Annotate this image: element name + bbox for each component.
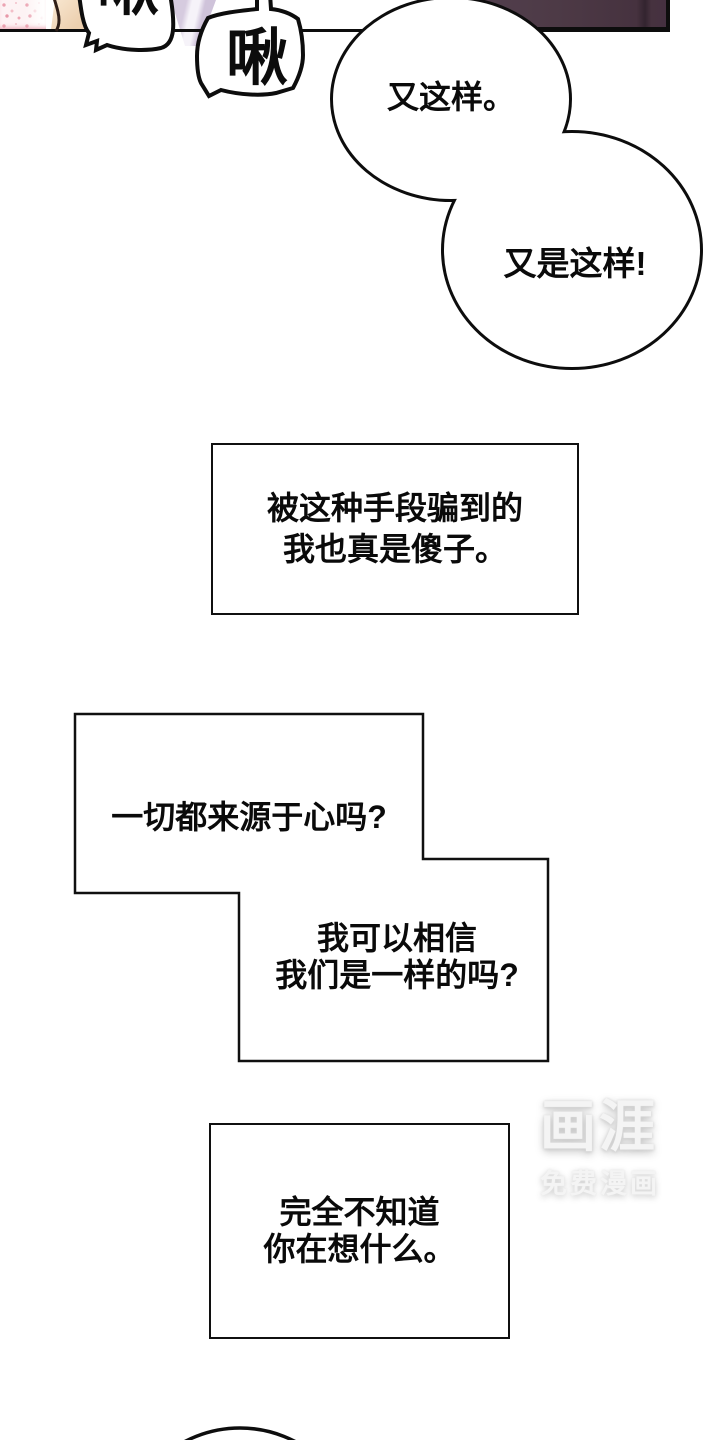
caption-line: 你在想什么。 <box>263 1231 456 1267</box>
caption-line: 我也真是傻子。 <box>282 531 507 567</box>
jaw-line <box>53 0 61 32</box>
watermark-tagline: 免费漫画 <box>540 1168 660 1199</box>
bottom-partial-bubble <box>184 1426 296 1440</box>
caption-box-lshape <box>73 712 550 1063</box>
speech-bubble-bottom-fill <box>444 133 700 367</box>
caption-text-2: 一切都来源于心吗? <box>111 799 387 835</box>
caption-box-4: 完全不知道 你在想什么。 <box>209 1123 510 1339</box>
speech-text-2: 又是这样! <box>503 245 647 282</box>
panel-border-line <box>0 28 670 32</box>
caption-box-1: 被这种手段骗到的 我也真是傻子。 <box>211 443 579 615</box>
caption-text-3: 我可以相信 我们是一样的吗? <box>247 920 547 995</box>
caption-line: 被这种手段骗到的 <box>266 490 523 527</box>
caption-line: 完全不知道 <box>279 1194 440 1231</box>
caption-line: 我们是一样的吗? <box>275 957 519 994</box>
speech-text-1: 又这样。 <box>386 79 515 115</box>
sfx-burst-right <box>194 0 306 99</box>
blossom-texture <box>0 0 46 31</box>
watermark-logo: 画涯 <box>540 1095 658 1158</box>
caption-line: 我可以相信 <box>316 920 477 956</box>
sfx-text-left: 啾 <box>97 0 159 23</box>
sfx-burst-left <box>77 0 176 54</box>
sfx-text-right: 啾 <box>226 24 288 93</box>
site-watermark: 画涯 免费漫画 <box>540 1095 660 1201</box>
